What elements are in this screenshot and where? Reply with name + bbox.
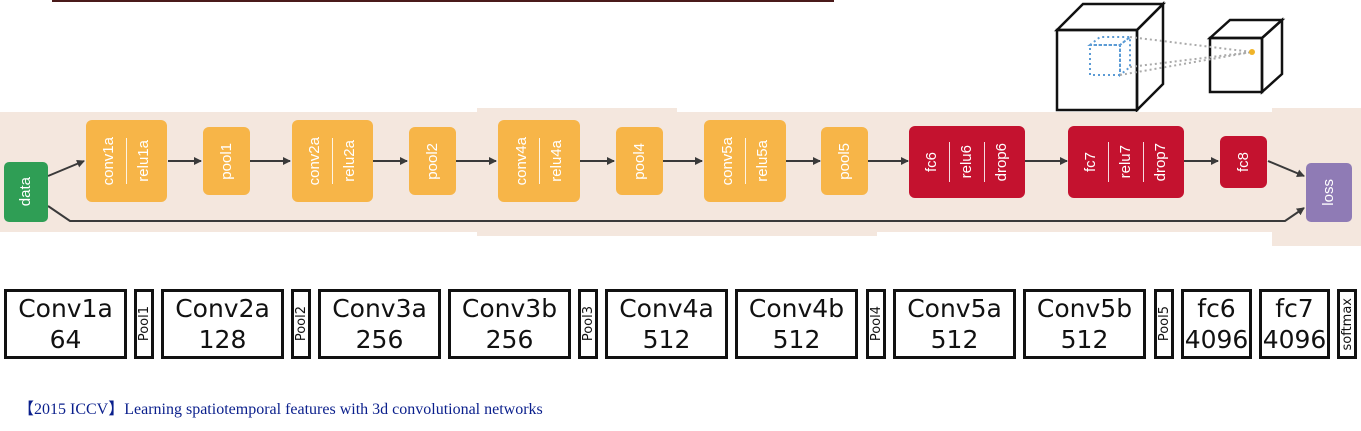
block-softmax: softmax bbox=[1337, 289, 1357, 359]
node-fc6: fc6 relu6 drop6 bbox=[909, 126, 1025, 198]
block-size: 512 bbox=[772, 325, 821, 354]
node-fc8: fc8 bbox=[1220, 136, 1267, 188]
node-conv4a: conv4a relu4a bbox=[498, 120, 580, 202]
block-name: Pool2 bbox=[293, 306, 309, 342]
node-label: fc6 bbox=[923, 151, 940, 172]
block-conv2a: Conv2a 128 bbox=[161, 289, 284, 359]
block-name: softmax bbox=[1339, 297, 1355, 351]
node-label: fc8 bbox=[1234, 151, 1252, 172]
block-conv3a: Conv3a 256 bbox=[318, 289, 441, 359]
block-conv4b: Conv4b 512 bbox=[735, 289, 858, 359]
node-label: fc7 bbox=[1082, 151, 1099, 172]
node-label: drop7 bbox=[1152, 142, 1169, 182]
node-pool4: pool4 bbox=[616, 127, 663, 195]
node-label: relu4a bbox=[547, 140, 565, 182]
block-size: 128 bbox=[198, 325, 247, 354]
node-label: data bbox=[17, 177, 34, 207]
node-label: pool2 bbox=[423, 142, 441, 180]
block-size: 512 bbox=[930, 325, 979, 354]
block-name: fc6 bbox=[1197, 294, 1236, 323]
node-label: conv5a bbox=[718, 136, 736, 186]
node-label: relu2a bbox=[341, 140, 358, 182]
node-divider bbox=[126, 138, 127, 184]
node-label: pool1 bbox=[217, 142, 235, 180]
node-divider bbox=[744, 138, 746, 184]
skip-arrow bbox=[47, 205, 1305, 222]
node-conv1a: conv1a relu1a bbox=[86, 120, 167, 202]
block-name: Conv3a bbox=[332, 294, 427, 323]
small-cube bbox=[1206, 17, 1286, 95]
block-name: fc7 bbox=[1275, 294, 1314, 323]
block-conv4a: Conv4a 512 bbox=[605, 289, 728, 359]
arrow bbox=[47, 160, 85, 177]
node-label: pool5 bbox=[835, 142, 853, 180]
block-name: Conv3b bbox=[461, 294, 558, 323]
node-divider bbox=[984, 141, 985, 183]
block-name: Conv5a bbox=[907, 294, 1002, 323]
block-name: Conv5b bbox=[1036, 294, 1133, 323]
block-pool3: Pool3 bbox=[578, 289, 598, 359]
top-rule bbox=[52, 0, 834, 2]
node-pool5: pool5 bbox=[821, 127, 868, 195]
output-point bbox=[1249, 49, 1255, 55]
node-pool2: pool2 bbox=[409, 127, 456, 195]
block-pool4: Pool4 bbox=[866, 289, 886, 359]
block-name: Conv4a bbox=[619, 294, 714, 323]
receptive-field-cube bbox=[1087, 34, 1133, 78]
block-name: Pool3 bbox=[580, 306, 596, 342]
node-label: loss bbox=[1320, 179, 1337, 206]
node-label: drop6 bbox=[993, 142, 1010, 182]
node-label: conv4a bbox=[512, 136, 530, 186]
node-label: relu5a bbox=[753, 140, 771, 182]
node-label: relu7 bbox=[1117, 145, 1134, 179]
block-name: Pool4 bbox=[868, 306, 884, 342]
node-data: data bbox=[4, 162, 48, 222]
block-fc6: fc6 4096 bbox=[1181, 289, 1252, 359]
node-divider bbox=[332, 138, 333, 184]
node-divider bbox=[949, 141, 950, 183]
projection-lines bbox=[1119, 36, 1253, 76]
block-size: 512 bbox=[1060, 325, 1109, 354]
node-divider bbox=[538, 138, 540, 184]
block-conv3b: Conv3b 256 bbox=[448, 289, 571, 359]
block-conv5a: Conv5a 512 bbox=[893, 289, 1016, 359]
node-loss: loss bbox=[1306, 163, 1352, 222]
block-pool1: Pool1 bbox=[134, 289, 154, 359]
node-label: relu6 bbox=[958, 145, 975, 179]
block-pool2: Pool2 bbox=[291, 289, 311, 359]
block-conv1a: Conv1a 64 bbox=[4, 289, 127, 359]
block-name: Conv2a bbox=[175, 294, 270, 323]
block-name: Conv1a bbox=[18, 294, 113, 323]
block-size: 256 bbox=[355, 325, 404, 354]
arrow bbox=[1267, 160, 1305, 177]
node-conv2a: conv2a relu2a bbox=[292, 120, 373, 202]
node-label: conv2a bbox=[306, 136, 323, 186]
block-name: Pool5 bbox=[1156, 306, 1172, 342]
node-pool1: pool1 bbox=[203, 127, 250, 195]
node-label: relu1a bbox=[135, 140, 152, 182]
block-conv5b: Conv5b 512 bbox=[1023, 289, 1146, 359]
block-size: 64 bbox=[49, 325, 82, 354]
block-name: Conv4b bbox=[748, 294, 845, 323]
large-cube bbox=[1053, 0, 1167, 114]
block-size: 512 bbox=[642, 325, 691, 354]
block-size: 4096 bbox=[1184, 325, 1249, 354]
block-size: 256 bbox=[485, 325, 534, 354]
node-divider bbox=[1143, 141, 1144, 183]
block-size: 4096 bbox=[1262, 325, 1327, 354]
node-label: pool4 bbox=[630, 142, 648, 180]
citation-caption: 【2015 ICCV】Learning spatiotemporal featu… bbox=[18, 401, 543, 418]
node-conv5a: conv5a relu5a bbox=[704, 120, 786, 202]
node-divider bbox=[1108, 141, 1109, 183]
block-name: Pool1 bbox=[136, 306, 152, 342]
block-fc7: fc7 4096 bbox=[1259, 289, 1330, 359]
block-pool5: Pool5 bbox=[1154, 289, 1174, 359]
node-label: conv1a bbox=[100, 136, 117, 186]
node-fc7: fc7 relu7 drop7 bbox=[1068, 126, 1184, 198]
